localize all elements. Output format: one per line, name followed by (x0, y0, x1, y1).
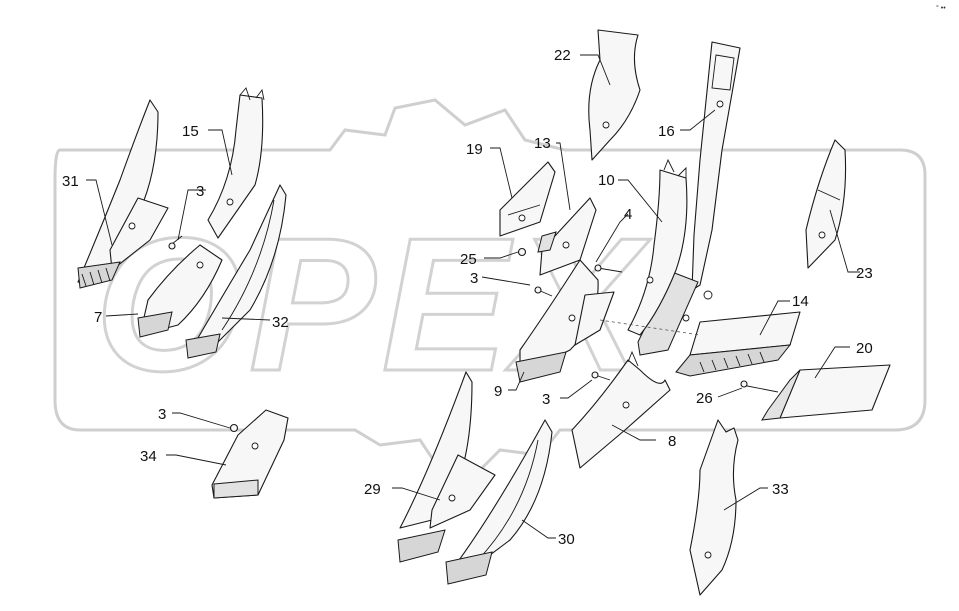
part-16-arm (637, 41, 741, 356)
callout-9: 9 (494, 383, 502, 400)
part-19-plate (499, 161, 556, 237)
part-20-blade (761, 364, 891, 421)
callout-29: 29 (364, 481, 381, 498)
corner-mark: ° •• (936, 4, 946, 12)
callout-26: 26 (696, 390, 713, 407)
part-30-share (445, 419, 553, 585)
part-22-bracket (588, 29, 641, 161)
callout-33: 33 (772, 481, 789, 498)
watermark-gear-outline (53, 98, 927, 472)
part-13-plate (537, 197, 597, 276)
callout-3d: 3 (158, 406, 166, 423)
callout-30: 30 (558, 531, 575, 548)
part-31-share (77, 99, 169, 289)
callout-15: 15 (182, 123, 199, 140)
part-10-shank (627, 158, 688, 336)
callout-25: 25 (460, 251, 477, 268)
callout-34: 34 (140, 448, 157, 465)
callout-20: 20 (856, 340, 873, 357)
part-34-tip (211, 409, 289, 499)
part-26-bolt (740, 380, 779, 393)
callout-4: 4 (624, 206, 632, 223)
callout-13: 13 (534, 135, 551, 152)
callout-23: 23 (856, 265, 873, 282)
callout-labels: 22 16 15 31 3 19 13 10 4 23 25 3 14 7 32… (62, 47, 873, 548)
callout-3b: 3 (470, 270, 478, 287)
part-32-share (185, 184, 287, 359)
part-33-bracket (689, 419, 739, 596)
callout-19: 19 (466, 141, 483, 158)
callout-16: 16 (658, 123, 675, 140)
part-29-share (397, 371, 496, 563)
part-15-shank (207, 87, 265, 239)
callout-14: 14 (792, 293, 809, 310)
callout-31: 31 (62, 173, 79, 190)
part-9-share (515, 259, 615, 383)
callout-3a: 3 (196, 183, 204, 200)
part-8-shank (571, 350, 671, 469)
callout-3c: 3 (542, 391, 550, 408)
callout-10: 10 (598, 172, 615, 189)
callout-8: 8 (668, 433, 676, 450)
part-14-blade (599, 311, 801, 377)
part-23-plate (805, 139, 847, 269)
leader-lines (86, 54, 860, 539)
callout-7: 7 (94, 309, 102, 326)
callout-22: 22 (554, 47, 571, 64)
fasteners (168, 235, 623, 433)
callout-32: 32 (272, 314, 289, 331)
part-7-share (137, 244, 223, 338)
